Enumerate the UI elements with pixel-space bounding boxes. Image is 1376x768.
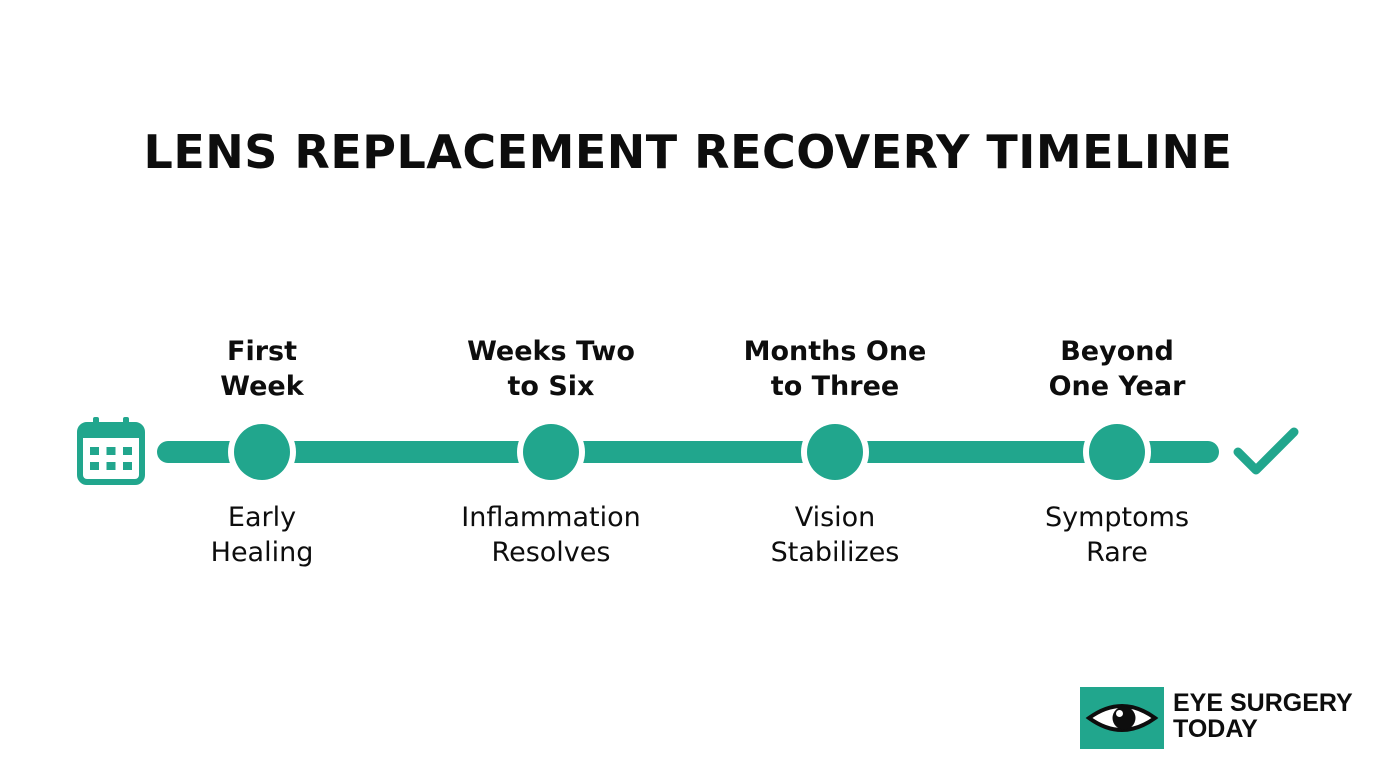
eye-icon bbox=[1085, 704, 1159, 732]
milestone-node-1 bbox=[234, 424, 290, 480]
brand-name-line-1: EYE SURGERY bbox=[1173, 689, 1353, 717]
milestone-period-2: Weeks Two to Six bbox=[467, 336, 635, 402]
milestone-period-4: Beyond One Year bbox=[1048, 336, 1186, 402]
milestone-node-3 bbox=[807, 424, 863, 480]
checkmark-icon bbox=[1232, 424, 1300, 480]
page-title: LENS REPLACEMENT RECOVERY TIMELINE bbox=[143, 125, 1233, 179]
milestone-period-1: First Week bbox=[220, 336, 304, 402]
milestone-status-1: Early Healing bbox=[210, 502, 314, 568]
milestone-period-3: Months One to Three bbox=[743, 336, 927, 402]
timeline-track bbox=[157, 441, 1219, 463]
milestone-node-4 bbox=[1089, 424, 1145, 480]
brand-name-line-2: TODAY bbox=[1173, 715, 1258, 743]
calendar-icon bbox=[76, 414, 146, 486]
milestone-status-2: Inflammation Resolves bbox=[461, 502, 641, 568]
milestone-status-4: Symptoms Rare bbox=[1044, 502, 1190, 568]
milestone-status-3: Vision Stabilizes bbox=[770, 502, 900, 568]
brand-logo bbox=[1080, 687, 1164, 749]
milestone-node-2 bbox=[523, 424, 579, 480]
brand-name: EYE SURGERY TODAY bbox=[1173, 690, 1373, 742]
